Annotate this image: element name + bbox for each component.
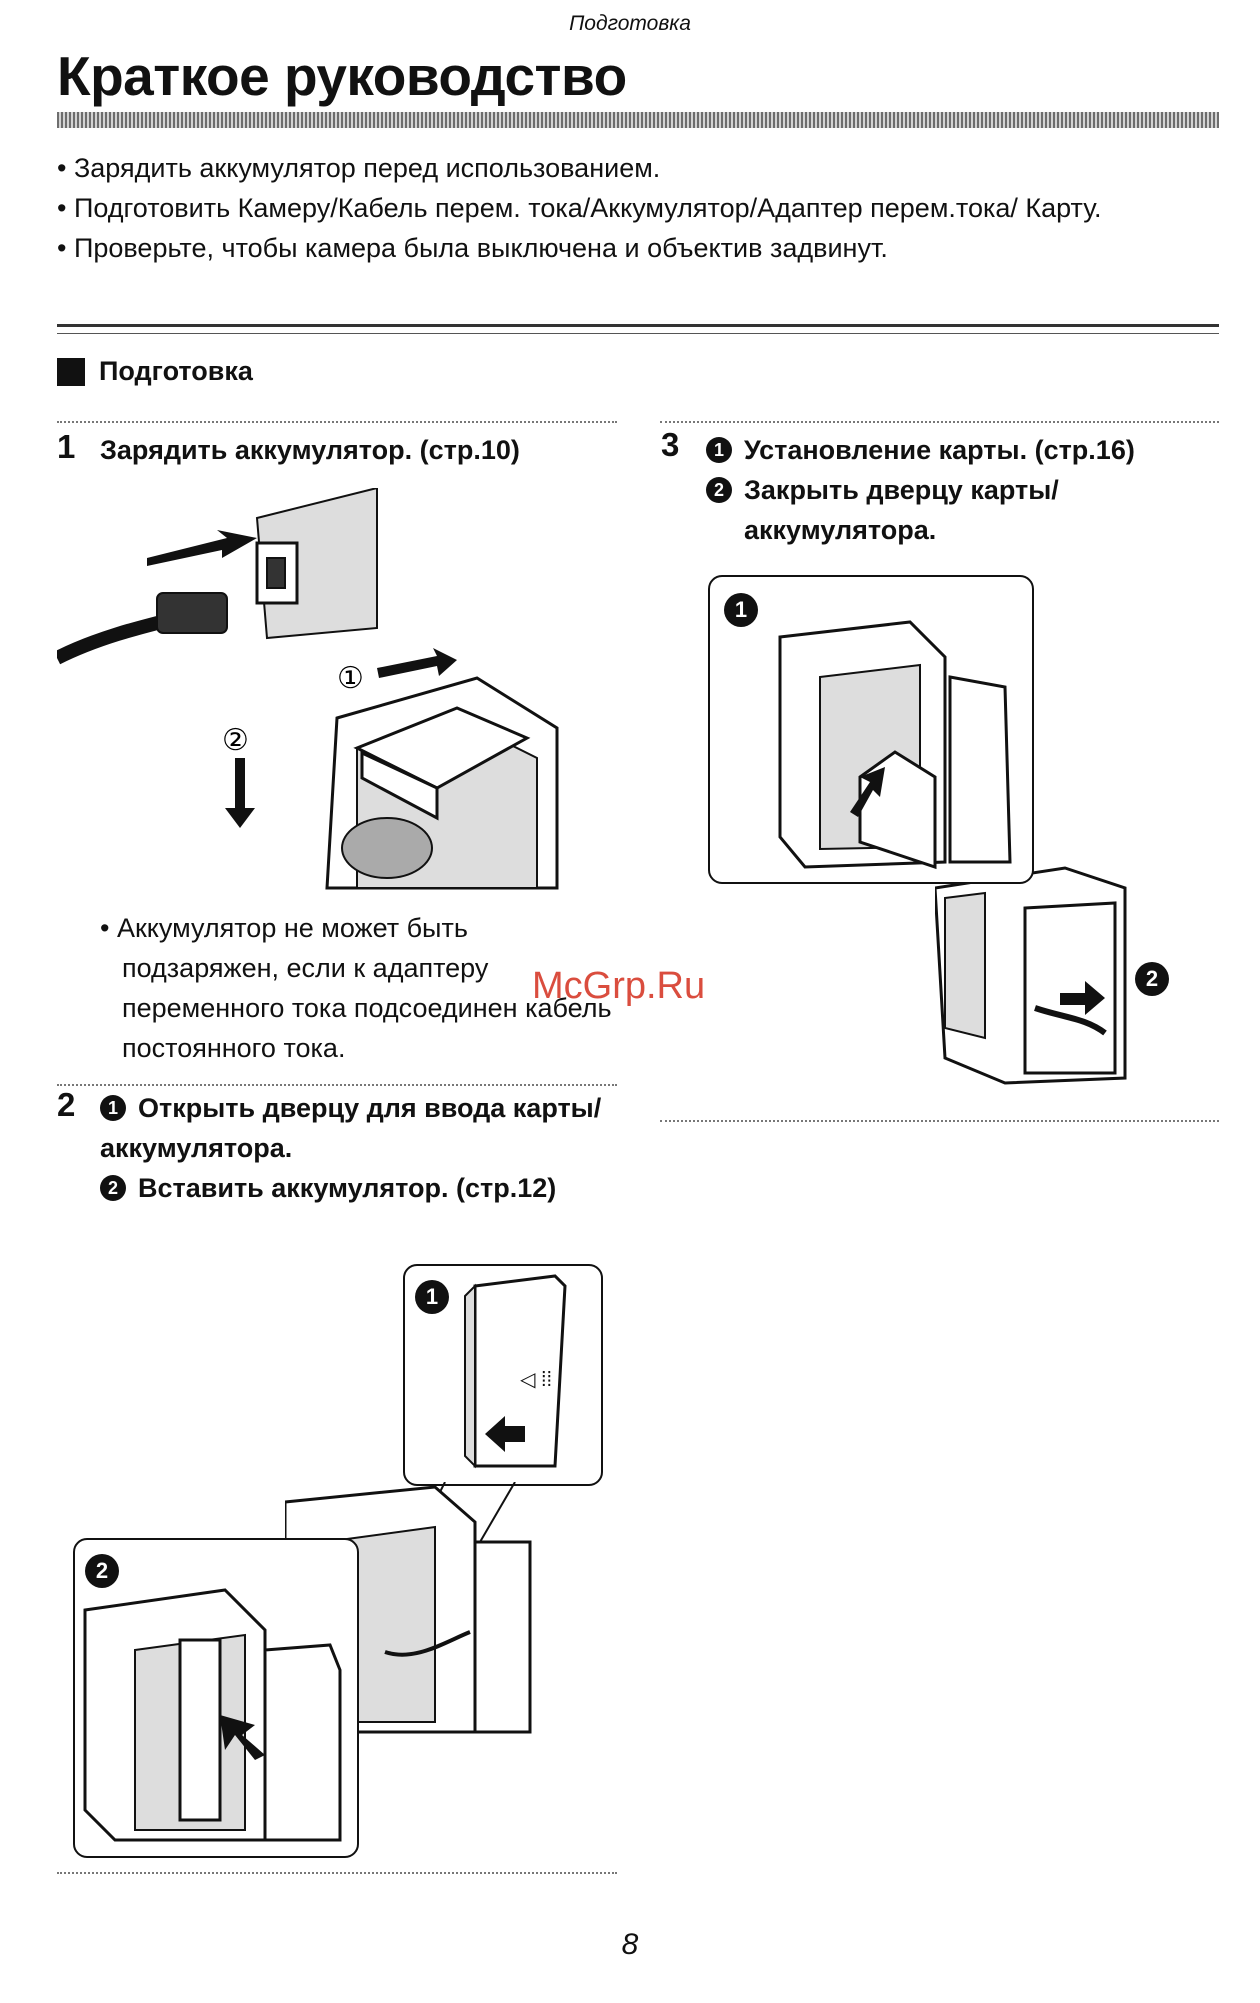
intro-list: • Зарядить аккумулятор перед использован… bbox=[57, 148, 1227, 268]
square-bullet-icon bbox=[57, 357, 85, 386]
number-2-badge: 2 bbox=[85, 1554, 119, 1588]
fig-label: ① bbox=[337, 661, 364, 696]
step2-detail-frame: 1 ◁ ⁞⁞ bbox=[403, 1264, 603, 1486]
section-heading: Подготовка bbox=[57, 356, 253, 387]
ac-adapter-icon bbox=[255, 488, 378, 640]
intro-item: • Проверьте, чтобы камера была выключена… bbox=[57, 233, 888, 263]
charger-figure: ① ② bbox=[57, 488, 559, 890]
insert-battery-icon bbox=[83, 1588, 342, 1842]
svg-text:◁ ⁞⁞: ◁ ⁞⁞ bbox=[519, 1369, 552, 1391]
step-number: 2 bbox=[57, 1086, 76, 1123]
intro-item: • Зарядить аккумулятор перед использован… bbox=[57, 153, 661, 183]
step-number: 1 bbox=[57, 428, 76, 465]
page-title: Краткое руководство bbox=[57, 45, 627, 107]
divider bbox=[660, 1120, 1219, 1122]
number-2-icon: 2 bbox=[706, 477, 732, 503]
arrow-icon bbox=[377, 648, 457, 678]
step1-text: Зарядить аккумулятор. (стр.10) bbox=[100, 435, 520, 465]
number-2-badge: 2 bbox=[1135, 962, 1169, 996]
divider bbox=[57, 1872, 617, 1874]
divider bbox=[660, 421, 1219, 423]
number-1-icon: 1 bbox=[100, 1095, 126, 1121]
step-number: 3 bbox=[661, 426, 680, 463]
watermark: McGrp.Ru bbox=[532, 965, 706, 1007]
page-number: 8 bbox=[621, 1928, 639, 1961]
number-1-icon: 1 bbox=[706, 437, 732, 463]
camera-closed-door-icon bbox=[935, 866, 1127, 1085]
step2-insert-frame: 2 bbox=[73, 1538, 359, 1858]
down-arrow-icon bbox=[225, 758, 255, 828]
divider bbox=[57, 1084, 617, 1086]
fig-label: ② bbox=[222, 723, 249, 758]
battery-charger-icon bbox=[325, 676, 559, 890]
number-1-badge: 1 bbox=[415, 1280, 449, 1314]
number-2-icon: 2 bbox=[100, 1175, 126, 1201]
intro-item: • Подготовить Камеру/Кабель перем. тока/… bbox=[57, 193, 1102, 223]
running-header: Подготовка bbox=[569, 12, 691, 35]
divider bbox=[57, 333, 1219, 334]
step1-note: • Аккумулятор не может быть подзаряжен, … bbox=[100, 913, 612, 1063]
divider bbox=[57, 324, 1219, 327]
power-cord-icon bbox=[57, 530, 257, 665]
open-door-detail-icon: ◁ ⁞⁞ bbox=[464, 1274, 567, 1469]
insert-card-icon bbox=[778, 620, 1012, 870]
number-1-badge: 1 bbox=[724, 593, 758, 627]
title-underline bbox=[57, 112, 1219, 128]
step3-card-frame: 1 bbox=[708, 575, 1034, 884]
section-title: Подготовка bbox=[99, 356, 253, 386]
divider bbox=[57, 421, 617, 423]
